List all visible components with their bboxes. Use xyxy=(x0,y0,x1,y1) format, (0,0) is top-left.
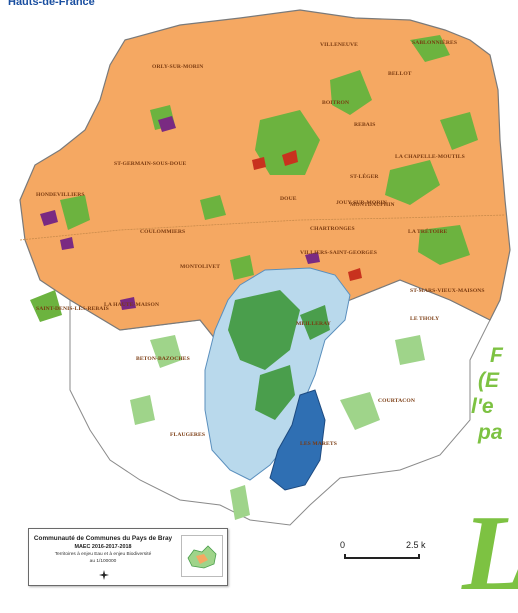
legend-box: Communauté de Communes du Pays de Bray M… xyxy=(28,528,228,586)
side-text-line-3: l'e xyxy=(471,395,494,418)
biodiversity-stake-zone xyxy=(269,389,326,491)
town-label-le-tholy: LE THOLY xyxy=(410,316,439,322)
town-label-chartronges: CHARTRONGES xyxy=(310,226,355,232)
town-label-la-ferte: FLAUGERES xyxy=(170,432,205,438)
side-text-line-4: pa xyxy=(478,421,503,444)
legend-line-1: Territoires à enjeu Eau et à enjeu Biodi… xyxy=(54,552,152,557)
town-label-villeneuve: VILLENEUVE xyxy=(320,42,358,48)
scale-end-label: 2.5 k xyxy=(406,540,426,550)
town-labels: SABLONNIÈRES VILLENEUVE BELLOT BOITRON REBAI… xyxy=(36,38,485,447)
scale-bar-line xyxy=(344,554,420,559)
town-label-st-mars: ST-MARS-VIEUX-MAISONS xyxy=(410,288,485,294)
town-label-rebais: REBAIS xyxy=(354,122,375,128)
town-label-montdauphin: MONTDAUPHIN xyxy=(350,202,395,208)
town-label-boitron: BOITRON xyxy=(322,100,349,106)
town-label-bellot: BELLOT xyxy=(388,71,412,77)
big-letter: L xyxy=(462,500,518,608)
side-text-line-1: F xyxy=(490,344,503,367)
town-label-montolivet: MONTOLIVET xyxy=(180,264,220,270)
town-label-provins: LES MARETS xyxy=(300,441,337,447)
region-label: Hauts-de-France xyxy=(8,0,95,8)
road-line xyxy=(19,214,506,241)
blue-zone-green-patches xyxy=(228,290,330,420)
town-label-meilleray: MEILLERAY xyxy=(296,321,331,327)
town-label-courtacon: COURTACON xyxy=(378,398,415,404)
territory-logo-icon xyxy=(181,535,223,577)
town-label-hondevilliers: HONDEVILLIERS xyxy=(36,192,85,198)
town-label-la-haute: LA HAUTE-MAISON xyxy=(104,302,159,308)
town-label-st-leger: ST-LÉGER xyxy=(350,172,379,180)
town-label-doue: DOUE xyxy=(280,196,297,202)
scale-bar: 0 2.5 k xyxy=(340,540,430,570)
town-label-sablonnieres: SABLONNIÈRES xyxy=(412,38,457,46)
town-label-coulommiers: COULOMMIERS xyxy=(140,229,185,235)
town-label-la-chapelle: LA CHAPELLE-MOUTILS xyxy=(395,154,465,160)
green-patches xyxy=(30,35,478,322)
town-label-beton: BETON-BAZOCHES xyxy=(136,356,190,362)
light-green-patches xyxy=(130,335,425,520)
legend-subtitle: MAEC 2016-2017-2018 xyxy=(74,544,132,550)
legend-title: Communauté de Communes du Pays de Bray xyxy=(33,535,173,542)
town-label-st-germain: ST-GERMAIN-SOUS-DOUE xyxy=(114,161,187,167)
legend-line-2: au 1/100000 xyxy=(89,559,117,564)
town-label-orly-sur-morin: ORLY-SUR-MORIN xyxy=(152,64,203,70)
compass-rose-icon xyxy=(99,570,109,580)
scale-zero-label: 0 xyxy=(340,540,346,550)
town-label-villiers: VILLIERS-SAINT-GEORGES xyxy=(300,250,377,256)
side-text-line-2: (E xyxy=(478,369,499,392)
purple-patches xyxy=(40,116,320,310)
red-patches xyxy=(252,150,362,281)
town-label-jouy: JOUY-SUR-MORIN xyxy=(336,200,387,206)
orange-territory xyxy=(19,9,511,347)
town-label-la-trétoire: LA TRÉTOIRE xyxy=(408,227,447,235)
town-label-saint-denis: SAINT-DENIS-LÈS-REBAIS xyxy=(36,304,109,312)
